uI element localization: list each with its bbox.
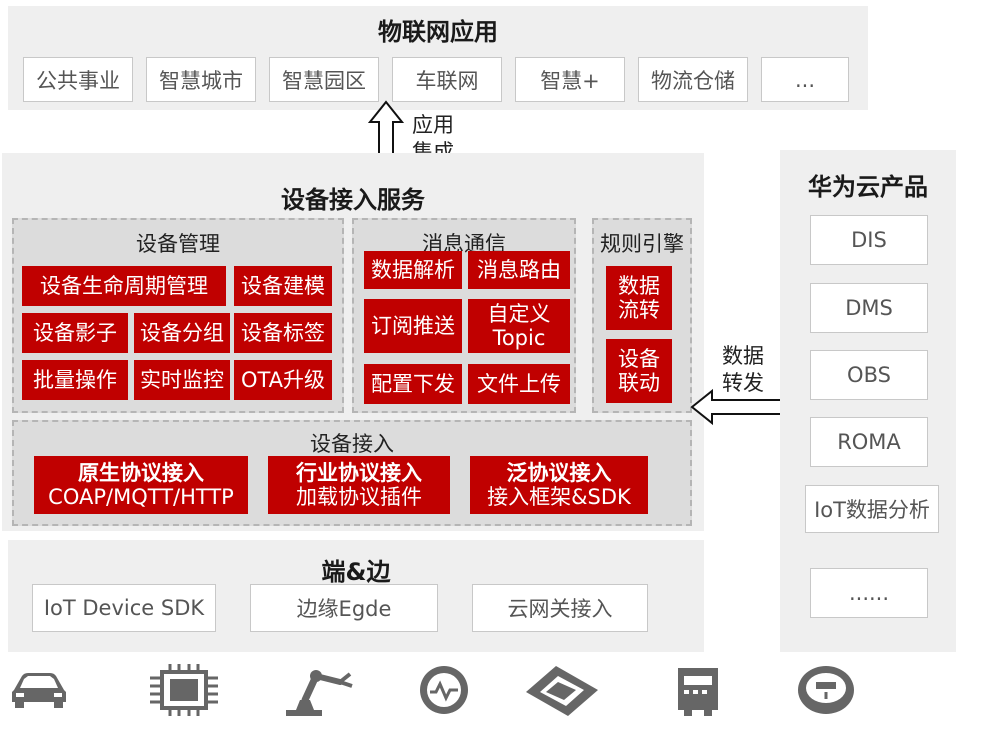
data-flow: 数据 流转 [606,266,672,330]
config-delivery: 配置下发 [364,364,462,404]
iot-application-title: 物联网应用 [378,18,498,46]
batch-operations: 批量操作 [22,360,128,400]
native-protocol-access: 原生协议接入 COAP/MQTT/HTTP [34,456,248,514]
data-forwarding-label-line1: 数据 [722,344,764,368]
generic-protocol-access-line1: 泛协议接入 [506,460,612,485]
app-item-internet-of-vehicles: 车联网 [392,57,502,102]
device-linkage-line2: 联动 [618,371,660,395]
cloud-more: ...... [810,568,928,618]
app-item-smart-plus: 智慧+ [515,57,625,102]
cloud-dis: DIS [810,215,928,265]
ota-upgrade: OTA升级 [234,360,332,400]
cloud-dms: DMS [810,283,928,333]
device-linkage: 设备 联动 [606,339,672,403]
chip-icon [150,664,218,716]
cloud-roma: ROMA [810,417,928,467]
device-linkage-line1: 设备 [618,346,660,371]
subscription-push: 订阅推送 [364,299,462,353]
data-parsing: 数据解析 [364,251,462,289]
device-management-title: 设备管理 [136,232,220,256]
native-protocol-access-line2: COAP/MQTT/HTTP [48,485,234,509]
data-flow-line2: 流转 [618,298,660,322]
app-item-smart-city: 智慧城市 [146,57,256,102]
real-time-monitoring: 实时监控 [134,360,230,400]
data-forwarding-label: 数据 转发 [722,343,782,398]
device-tags: 设备标签 [234,313,332,353]
native-protocol-access-line1: 原生协议接入 [78,460,204,485]
data-forwarding-label-line2: 转发 [722,371,764,396]
edge-egde: 边缘Egde [250,584,438,632]
circuit-board-icon [526,666,598,716]
rules-engine-title: 规则引擎 [600,232,684,256]
message-routing: 消息路由 [468,251,570,289]
custom-topic-line2: Topic [492,326,546,350]
app-item-smart-park: 智慧园区 [269,57,379,102]
huawei-cloud-title: 华为云产品 [808,173,928,201]
app-item-public-utilities: 公共事业 [23,57,133,102]
file-upload: 文件上传 [468,364,570,404]
cloud-obs: OBS [810,350,928,400]
industry-protocol-access-line1: 行业协议接入 [296,460,422,485]
device-access-service-title: 设备接入服务 [281,186,425,214]
iot-device-sdk: IoT Device SDK [32,584,216,632]
device-lifecycle-management: 设备生命周期管理 [22,266,226,306]
car-icon [12,673,66,708]
integration-label-line1: 应用 [412,113,454,137]
robot-arm-icon [286,670,353,716]
industry-protocol-access-line2: 加载协议插件 [296,485,422,509]
custom-topic: 自定义 Topic [468,299,570,353]
sensor-icon [420,666,468,714]
device-grouping: 设备分组 [134,313,230,353]
industry-protocol-access: 行业协议接入 加载协议插件 [268,456,450,514]
custom-topic-line1: 自定义 [487,301,551,326]
generic-protocol-access-line2: 接入框架&SDK [487,485,631,509]
edge-title: 端&边 [321,558,391,586]
device-shadow: 设备影子 [22,313,128,353]
device-access-title: 设备接入 [310,432,394,456]
cloud-iot-data-analytics: IoT数据分析 [805,485,939,533]
meter-icon [678,668,718,716]
device-modeling: 设备建模 [234,266,332,306]
cloud-gateway-access: 云网关接入 [472,584,648,632]
app-item-logistics: 物流仓储 [638,57,748,102]
data-flow-line1: 数据 [618,273,660,298]
generic-protocol-access: 泛协议接入 接入框架&SDK [470,456,648,514]
app-item-more: ... [761,57,849,102]
gauge-icon [798,666,854,714]
